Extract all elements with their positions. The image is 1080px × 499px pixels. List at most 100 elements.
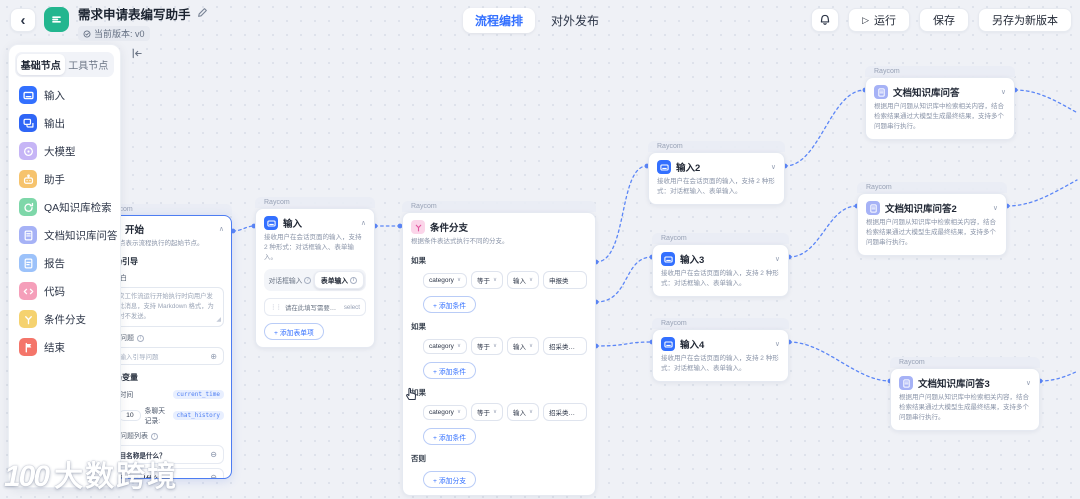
node-group-tag: Raycom	[648, 141, 785, 152]
add-condition-button[interactable]: + 添加条件	[423, 296, 477, 314]
value-input[interactable]: 招采类（单一来源）	[543, 337, 587, 356]
palette-item-end[interactable]: 结束	[9, 333, 120, 361]
node-input2[interactable]: Raycom 输入2 ∨ 接收用户在会话页面的输入，支持 2 种形式：对话框输入…	[648, 141, 785, 206]
value-type-select[interactable]: 输入∨	[507, 403, 540, 422]
branch-node-icon	[411, 220, 425, 234]
node-description: 根据用户问题从知识库中检索相关内容，结合检索结果通过大模型生成最终结果，支持多个…	[866, 219, 996, 247]
node-title: 条件分支	[430, 223, 469, 234]
palette-item-qa-retrieval[interactable]: QA知识库检索	[9, 193, 120, 221]
section-global-vars: 全局变量	[106, 373, 138, 383]
expand-node-icon[interactable]: ∨	[774, 341, 780, 348]
node-input4[interactable]: Raycom 输入4 ∨ 接收用户在会话页面的输入，支持 2 种形式：对话框输入…	[652, 318, 789, 383]
node-input3[interactable]: Raycom 输入3 ∨ 接收用户在会话页面的输入，支持 2 种形式：对话框输入…	[652, 233, 789, 298]
collapse-sidebar-icon[interactable]	[130, 47, 143, 65]
palette-item-input[interactable]: 输入	[9, 81, 120, 109]
assistant-icon	[19, 170, 37, 188]
node-condition-branch[interactable]: Raycom 条件分支 根据条件表达式执行不同的分支。 如果 category∨…	[402, 201, 596, 497]
palette-item-output[interactable]: 输出	[9, 109, 120, 137]
play-icon: ▷	[862, 14, 869, 25]
add-circle-icon[interactable]: ⊕	[210, 351, 217, 361]
node-input[interactable]: Raycom 输入 ∧ 接收用户在会话页面的输入，支持 2 种形式：对话框输入、…	[255, 197, 375, 349]
node-title: 开始	[125, 225, 145, 236]
doc-qa-node-icon	[874, 85, 888, 99]
input-node-icon	[661, 252, 675, 266]
expand-node-icon[interactable]: ∨	[1025, 380, 1031, 387]
node-title: 文档知识库问答	[893, 88, 960, 99]
add-condition-button[interactable]: + 添加条件	[423, 362, 477, 380]
node-title: 输入4	[680, 340, 705, 351]
palette-item-code[interactable]: 代码	[9, 277, 120, 305]
code-icon	[19, 282, 37, 300]
if-label: 如果	[411, 256, 426, 266]
recent-count-input[interactable]: 10	[119, 409, 141, 421]
edit-title-icon[interactable]	[197, 5, 208, 23]
run-button[interactable]: ▷ 运行	[848, 8, 910, 32]
node-doc-qa-1[interactable]: Raycom 文档知识库问答 ∨ 根据用户问题从知识库中检索相关内容，结合检索结…	[865, 66, 1015, 141]
expand-node-icon[interactable]: ∨	[992, 205, 998, 212]
expand-node-icon[interactable]: ∨	[774, 256, 780, 263]
operator-select[interactable]: 等于∨	[470, 337, 503, 356]
node-group-tag: Raycom	[652, 233, 789, 244]
guide-question-input[interactable]: 请输入引导问题 ⊕	[106, 347, 224, 366]
drag-handle-icon[interactable]: ⋮⋮	[270, 304, 282, 312]
add-form-item-button[interactable]: + 添加表单项	[264, 323, 324, 341]
form-item-row[interactable]: ⋮⋮ 请在此填写需要编写的需求申请… select	[264, 298, 366, 317]
operator-select[interactable]: 等于∨	[470, 403, 503, 422]
notification-button[interactable]	[811, 8, 840, 32]
palette-item-doc-qa[interactable]: 文档知识库问答	[9, 221, 120, 249]
field-select[interactable]: category∨	[423, 338, 467, 354]
add-branch-button[interactable]: + 添加分支	[423, 471, 477, 489]
resize-grip-icon[interactable]: ◢	[216, 316, 221, 323]
node-group-tag: Raycom	[652, 318, 789, 329]
value-type-select[interactable]: 输入∨	[507, 337, 540, 356]
edge-cond-input4	[595, 341, 653, 347]
node-description: 该节点表示流程执行的起始节点。	[106, 240, 204, 247]
palette-item-assistant[interactable]: 助手	[9, 165, 120, 193]
input-node-icon	[657, 160, 671, 174]
input-icon	[19, 86, 37, 104]
node-description: 根据用户问题从知识库中检索相关内容，结合检索结果通过大模型生成最终结果，支持多个…	[899, 394, 1029, 422]
expand-node-icon[interactable]: ∨	[1000, 89, 1006, 96]
preset-question-row[interactable]: 项目名称是什么？⊖	[106, 445, 224, 465]
node-group-tag: Raycom	[857, 182, 1007, 193]
tab-publish[interactable]: 对外发布	[551, 14, 600, 28]
branch-icon	[19, 310, 37, 328]
field-select[interactable]: category∨	[423, 272, 467, 288]
app-logo-icon	[44, 7, 69, 32]
expand-node-icon[interactable]: ∨	[770, 164, 776, 171]
tab-tool-nodes[interactable]: 工具节点	[68, 61, 109, 72]
add-condition-button[interactable]: + 添加条件	[423, 428, 477, 446]
remove-circle-icon[interactable]: ⊖	[210, 450, 217, 460]
save-as-new-version-button[interactable]: 另存为新版本	[978, 8, 1072, 32]
palette-item-report[interactable]: 报告	[9, 249, 120, 277]
opening-message-textarea[interactable]: 每次工作流运行开始执行时向用户发送此消息，支持 Markdown 格式，为空时不…	[106, 287, 224, 328]
node-doc-qa-2[interactable]: Raycom 文档知识库问答2 ∨ 根据用户问题从知识库中检索相关内容，结合检索…	[857, 182, 1007, 257]
palette-item-llm[interactable]: 大模型	[9, 137, 120, 165]
collapse-node-icon[interactable]: ∧	[360, 220, 366, 227]
tab-basic-nodes[interactable]: 基础节点	[17, 54, 65, 75]
collapse-node-icon[interactable]: ∧	[218, 226, 224, 233]
value-type-select[interactable]: 输入∨	[507, 271, 540, 290]
back-button[interactable]: ‹	[10, 8, 36, 32]
section-opening-guide: 开场引导	[106, 257, 138, 267]
value-input[interactable]: 招采类（招标采购）	[543, 403, 587, 422]
palette-item-branch[interactable]: 条件分支	[9, 305, 120, 333]
node-doc-qa-3[interactable]: Raycom 文档知识库问答3 ∨ 根据用户问题从知识库中检索相关内容，结合检索…	[890, 357, 1040, 432]
doc-qa-node-icon	[899, 376, 913, 390]
node-description: 接收用户在会话页面的输入，支持 2 种形式：对话框输入、表单输入。	[657, 178, 775, 196]
input-node-icon	[264, 216, 278, 230]
tab-flow-edit[interactable]: 流程编排	[463, 8, 536, 33]
remove-circle-icon[interactable]: ⊖	[210, 473, 217, 479]
save-button[interactable]: 保存	[919, 8, 969, 32]
operator-select[interactable]: 等于∨	[470, 271, 503, 290]
edge-start-input	[232, 225, 255, 232]
edge-doc2-out	[1006, 179, 1078, 207]
hand-cursor-icon	[404, 386, 418, 406]
field-select[interactable]: category∨	[423, 404, 467, 420]
edge-cond-input2	[595, 165, 648, 263]
value-input[interactable]: 申报类	[543, 271, 587, 290]
info-icon: i	[304, 276, 312, 284]
node-group-tag: Raycom	[402, 201, 596, 212]
